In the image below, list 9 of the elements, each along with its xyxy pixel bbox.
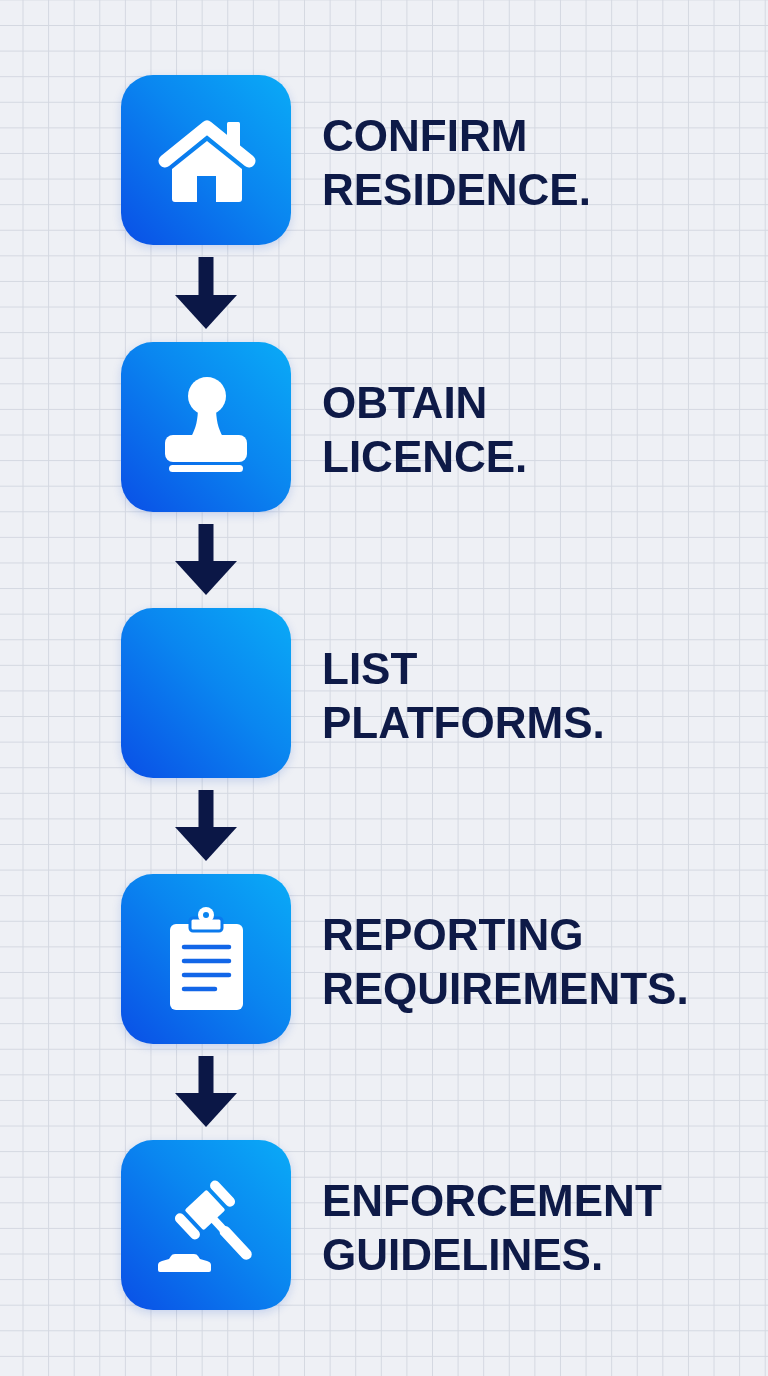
step-label: LIST PLATFORMS. (322, 643, 605, 749)
arrow (175, 524, 237, 595)
step-label: REPORTING REQUIREMENTS. (322, 909, 689, 1015)
arrow (175, 257, 237, 329)
step-label: CONFIRM RESIDENCE. (322, 110, 591, 216)
arrow (175, 1056, 237, 1127)
step-label: OBTAIN LICENCE. (322, 377, 528, 483)
step-label: ENFORCEMENT GUIDELINES. (322, 1175, 662, 1281)
arrow (175, 790, 237, 861)
